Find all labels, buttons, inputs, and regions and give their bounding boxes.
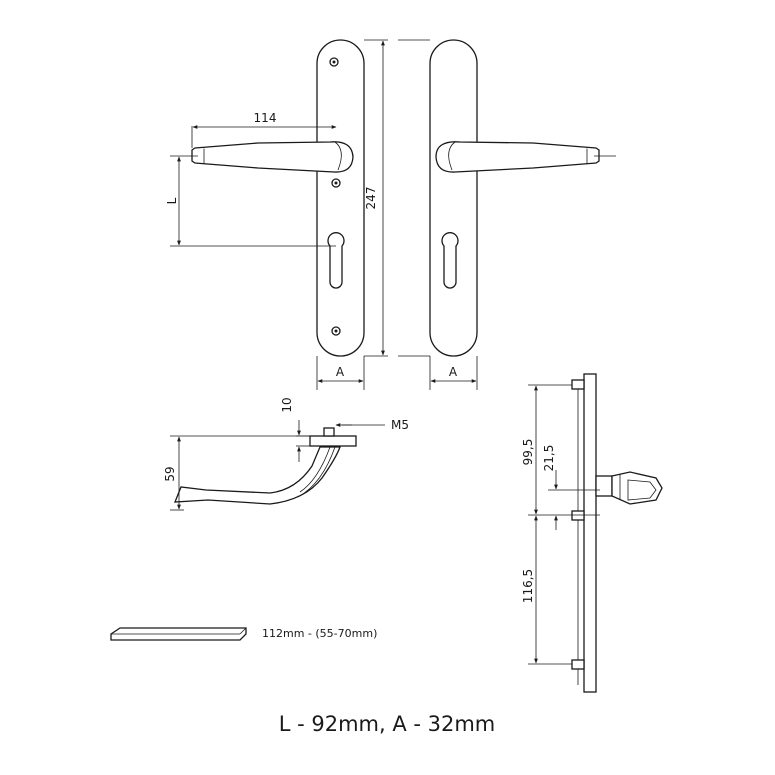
caption: L - 92mm, A - 32mm	[279, 712, 496, 736]
dim-lever-length: 114	[254, 111, 277, 125]
screw-hole	[331, 178, 341, 188]
screw-hole	[329, 57, 339, 67]
back-lever	[435, 141, 600, 173]
lever-profile: 10 M5 59	[163, 397, 409, 511]
dim-backplate-height: 247	[364, 187, 378, 210]
dim-A-left: A	[336, 365, 345, 379]
dim-lever-height: 59	[163, 466, 177, 481]
dim-A-right: A	[449, 365, 458, 379]
dim-thread: M5	[391, 418, 409, 432]
back-view-handle: A	[398, 39, 616, 390]
front-view-handle: 114 L 247 A	[165, 39, 388, 390]
back-backplate	[429, 39, 478, 357]
spindle-bar: 112mm - (55-70mm)	[110, 627, 377, 641]
dim-rose-thickness: 10	[280, 397, 294, 412]
back-cylinder-cutout	[441, 232, 459, 289]
front-lever	[191, 141, 354, 173]
side-view: 99,5 116,5 21,5	[521, 373, 663, 693]
screw-hole	[331, 326, 341, 336]
spindle-note: 112mm - (55-70mm)	[262, 627, 377, 640]
dim-L-label: L	[165, 197, 179, 204]
cylinder-cutout	[327, 232, 345, 289]
dim-side-top: 99,5	[521, 439, 535, 466]
dim-side-spindle: 21,5	[542, 445, 556, 472]
dim-side-bottom: 116,5	[521, 569, 535, 603]
front-backplate	[316, 39, 365, 357]
